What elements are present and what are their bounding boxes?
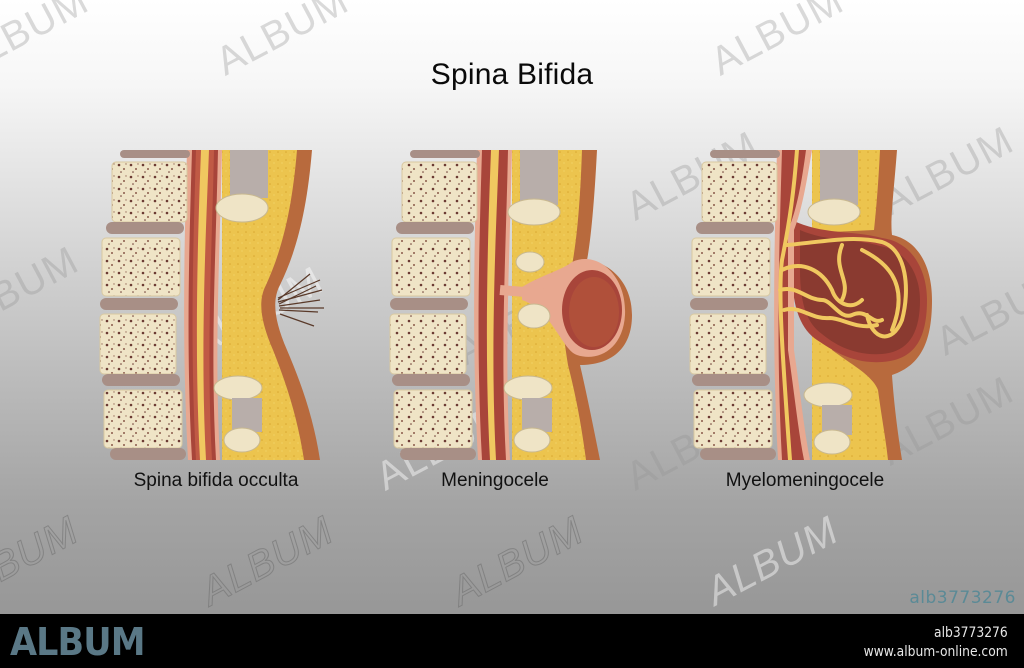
watermark: ALBUM (0, 238, 86, 345)
occulta-illustration-icon (99, 150, 324, 460)
panel-spina-bifida-occulta (92, 150, 342, 460)
watermark: ALBUM (443, 508, 591, 614)
watermark-image-id: alb3773276 (909, 588, 1016, 608)
footer-image-id: alb3773276 (934, 625, 1008, 641)
footer-url: www.album-online.com (863, 644, 1008, 660)
watermark: ALBUM (0, 508, 86, 614)
watermark: ALBUM (928, 258, 1024, 365)
panel-myelomeningocele (682, 150, 932, 460)
caption-myelomeningocele: Myelomeningocele (725, 470, 885, 491)
watermark: ALBUM (698, 508, 846, 614)
myelomeningocele-illustration-icon (689, 150, 932, 460)
illustration-canvas: ALBUM ALBUM ALBUM ALBUM ALBUM ALBUM ALBU… (0, 0, 1024, 614)
panel-meningocele (382, 150, 632, 460)
footer-bar: ALBUM alb3773276 www.album-online.com (0, 614, 1024, 668)
caption-spina-bifida-occulta: Spina bifida occulta (133, 470, 299, 491)
caption-meningocele: Meningocele (441, 470, 549, 491)
page-title: Spina Bifida (430, 58, 594, 91)
album-logo: ALBUM (10, 620, 145, 664)
watermark: ALBUM (193, 508, 341, 614)
meningocele-illustration-icon (389, 150, 632, 460)
